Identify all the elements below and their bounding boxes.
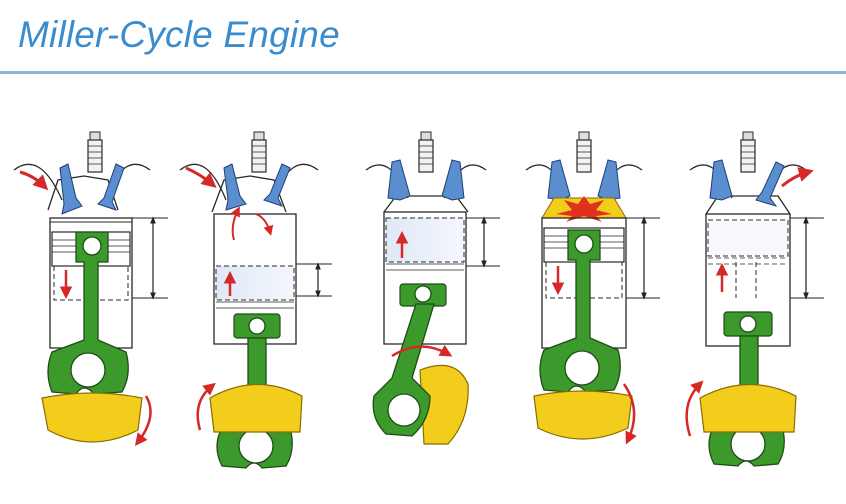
connecting-rod	[539, 229, 621, 393]
exhaust-valve-icon	[441, 159, 465, 201]
exhaust-valve-icon	[597, 159, 621, 201]
stage-combustion	[525, 131, 660, 445]
stroke-length-indicator	[296, 262, 332, 298]
crank-rotation-arrow	[196, 382, 216, 431]
crank-counterweight	[41, 392, 143, 443]
spark-burst	[556, 196, 612, 222]
spark-plug-icon	[418, 131, 434, 173]
intake-valve-icon	[387, 159, 411, 201]
spark-plug-icon	[87, 131, 103, 173]
spark-plug-icon	[740, 131, 756, 173]
cylinder-head	[13, 163, 151, 211]
backflow-arrow	[230, 206, 240, 241]
stroke-length-indicator	[132, 216, 168, 300]
crank-counterweight	[699, 383, 797, 433]
exhaust-valve-icon	[97, 163, 125, 211]
spark-plug-icon	[576, 131, 592, 173]
crank-rotation-arrow	[685, 380, 704, 437]
intake-valve-icon	[59, 163, 83, 215]
crank-rotation-arrow	[134, 395, 152, 446]
exhaust-valve-icon	[755, 161, 785, 207]
cylinder-head	[179, 163, 319, 213]
intake-flow-arrow	[185, 166, 217, 188]
stage-compression	[365, 131, 500, 445]
exhaust-flow-arrow	[781, 167, 814, 188]
compressed-charge	[385, 217, 465, 263]
stroke-length-indicator	[626, 216, 660, 300]
page-title: Miller-Cycle Engine	[18, 14, 340, 55]
intake-charge	[216, 266, 294, 300]
stage-intake-closing	[179, 131, 332, 469]
intake-valve-icon	[547, 159, 571, 201]
crank-counterweight	[419, 364, 469, 445]
backflow-arrow	[255, 213, 274, 236]
stroke-length-indicator	[790, 216, 824, 300]
crank-rotation-arrow	[622, 383, 637, 445]
exhaust-valve-icon	[263, 163, 291, 207]
miller-cycle-diagram	[0, 80, 846, 504]
crank-counterweight	[533, 390, 633, 440]
connecting-rod	[47, 231, 129, 395]
cylinder-wall	[383, 211, 467, 345]
title-divider	[0, 71, 846, 74]
stroke-length-indicator	[466, 216, 500, 268]
intake-valve-icon	[709, 159, 733, 201]
stage-intake-open	[13, 131, 168, 446]
spark-plug-icon	[251, 131, 267, 173]
crank-counterweight	[209, 383, 303, 433]
intake-flow-arrow	[19, 170, 49, 191]
stage-exhaust	[685, 131, 824, 467]
crank-rotation-arrow	[391, 344, 453, 358]
header: Miller-Cycle Engine	[0, 0, 846, 78]
intake-valve-icon	[223, 163, 247, 211]
